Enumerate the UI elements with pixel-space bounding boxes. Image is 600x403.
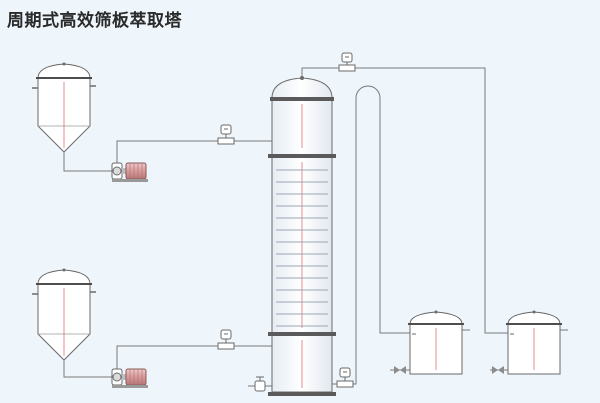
receiver-left-drain-valve[interactable] (394, 366, 406, 374)
feed-tank-bottom[interactable] (32, 268, 96, 361)
flowmeter-column-top[interactable] (338, 52, 356, 72)
pipe-tank1-to-pump1 (63, 152, 112, 172)
pipe-pump2-to-column (116, 345, 272, 369)
feed-tank-top[interactable] (32, 62, 96, 153)
page-title: 周期式高效筛板萃取塔 (7, 11, 182, 31)
flowmeter-feed-top[interactable] (217, 124, 235, 145)
pump-top[interactable] (111, 162, 148, 182)
pipe-tank2-to-pump2 (63, 360, 112, 378)
pipe-pump1-to-column (116, 140, 272, 163)
pipe-column-top-to-receiver2 (301, 67, 508, 334)
flowmeter-column-bottom[interactable] (336, 367, 354, 388)
pipe-column-bottom-loop (332, 85, 410, 385)
receiver-right-drain-valve[interactable] (492, 366, 504, 374)
pump-bottom[interactable] (111, 368, 148, 388)
flowmeter-feed-bottom[interactable] (217, 329, 235, 350)
sieve-plate-column[interactable] (254, 76, 336, 396)
sieve-plates (276, 169, 328, 327)
column-drain-valve[interactable] (254, 376, 266, 392)
receiver-tank-right[interactable] (506, 310, 562, 375)
receiver-tank-left[interactable] (408, 310, 464, 375)
